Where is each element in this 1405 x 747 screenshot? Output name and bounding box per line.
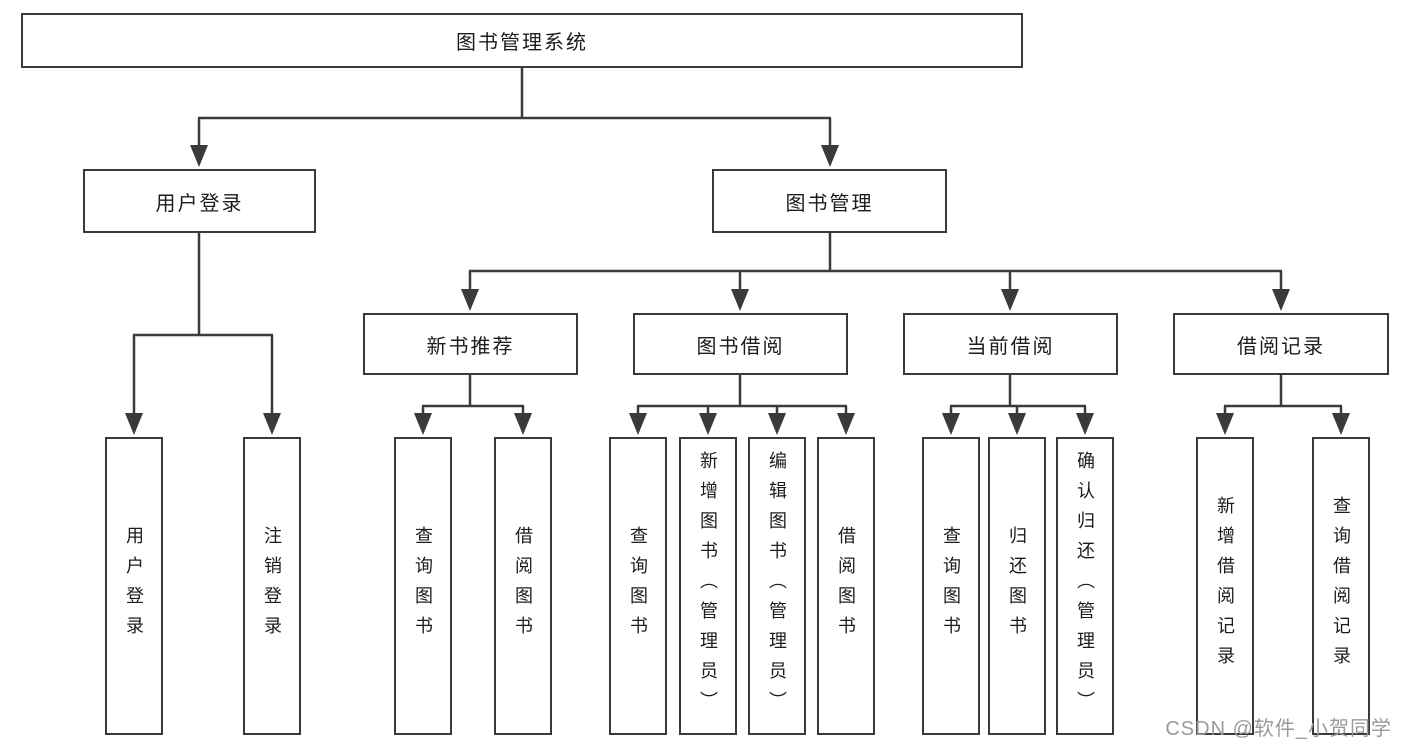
node-library-system: 图书管理系统 (21, 13, 1023, 68)
node-label: 查询图书 (941, 526, 961, 646)
leaf-record-query-record: 查询借阅记录 (1312, 437, 1370, 735)
node-label: 借阅图书 (513, 526, 533, 646)
node-user-login: 用户登录 (83, 169, 316, 233)
node-label: 用户登录 (124, 526, 144, 646)
leaf-user-login: 用户登录 (105, 437, 163, 735)
node-label: 图书管理系统 (456, 32, 588, 54)
node-label: 注销登录 (262, 526, 282, 646)
leaf-current-query-book: 查询图书 (922, 437, 980, 735)
node-label: 查询借阅记录 (1331, 496, 1351, 676)
leaf-current-confirm-return-admin: 确认归还（管理员） (1056, 437, 1114, 735)
node-label: 新书推荐 (426, 335, 515, 358)
node-label: 新增借阅记录 (1215, 496, 1235, 676)
watermark: CSDN @软件_小贺同学 (1165, 718, 1392, 740)
node-label: 借阅记录 (1237, 335, 1325, 358)
leaf-newbook-query-book: 查询图书 (394, 437, 452, 735)
node-label: 查询图书 (413, 526, 433, 646)
leaf-newbook-borrow-book: 借阅图书 (494, 437, 552, 735)
node-label: 查询图书 (628, 526, 648, 646)
node-new-book-recommend: 新书推荐 (363, 313, 578, 375)
leaf-current-return-book: 归还图书 (988, 437, 1046, 735)
node-label: 归还图书 (1007, 526, 1027, 646)
node-label: 借阅图书 (836, 526, 856, 646)
node-label: 图书借阅 (696, 335, 785, 358)
leaf-borrow-borrow-book: 借阅图书 (817, 437, 875, 735)
leaf-borrow-add-book-admin: 新增图书（管理员） (679, 437, 737, 735)
node-book-borrow: 图书借阅 (633, 313, 848, 375)
leaf-record-add-record: 新增借阅记录 (1196, 437, 1254, 735)
leaf-logout-login: 注销登录 (243, 437, 301, 735)
node-label: 用户登录 (155, 192, 244, 215)
node-current-borrow: 当前借阅 (903, 313, 1118, 375)
node-label: 确认归还（管理员） (1075, 451, 1095, 721)
leaf-borrow-edit-book-admin: 编辑图书（管理员） (748, 437, 806, 735)
leaf-borrow-query-book: 查询图书 (609, 437, 667, 735)
node-book-management: 图书管理 (712, 169, 947, 233)
node-label: 图书管理 (785, 192, 874, 215)
node-label: 编辑图书（管理员） (767, 451, 787, 721)
node-borrow-record: 借阅记录 (1173, 313, 1389, 375)
node-label: 当前借阅 (966, 335, 1055, 358)
node-label: 新增图书（管理员） (698, 451, 718, 721)
